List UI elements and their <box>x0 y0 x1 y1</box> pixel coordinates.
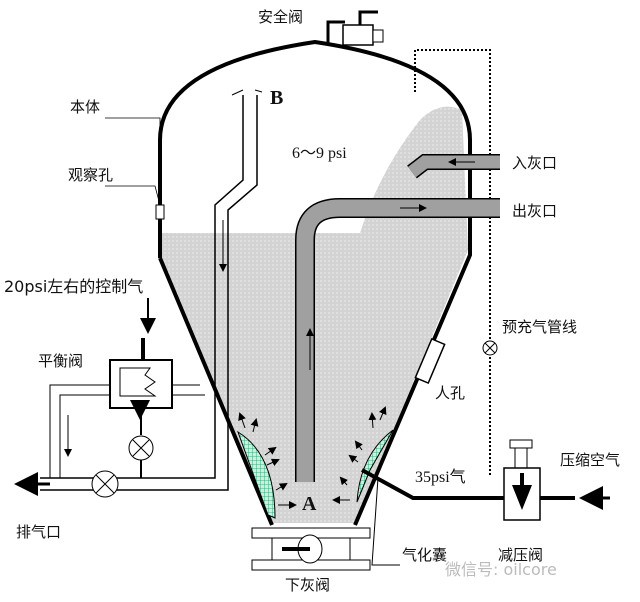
label-ash-inlet: 入灰口 <box>512 154 557 172</box>
label-exhaust: 排气口 <box>16 523 61 541</box>
label-point-a: A <box>302 493 317 515</box>
label-reducing-valve: 减压阀 <box>498 546 543 564</box>
label-control-air: 20psi左右的控制气 <box>4 277 143 296</box>
label-point-b: B <box>270 87 283 109</box>
label-compressed-air: 压缩空气 <box>560 451 620 469</box>
exhaust-pipe <box>40 95 258 491</box>
aeration-bag-left <box>237 430 276 519</box>
label-balance-valve: 平衡阀 <box>38 352 83 370</box>
balance-valve <box>49 298 205 478</box>
precharge-valve-icon <box>482 340 498 356</box>
label-body: 本体 <box>70 98 100 116</box>
label-35psi-air: 35psi气 <box>415 468 466 486</box>
reducing-valve <box>503 439 541 521</box>
watermark: 微信号: oilcore <box>445 560 557 579</box>
label-sight-hole: 观察孔 <box>68 166 113 184</box>
safety-valve <box>326 10 384 46</box>
vessel-body <box>158 39 472 526</box>
manhole <box>414 337 446 385</box>
label-manhole: 人孔 <box>435 384 465 402</box>
label-pressure-top: 6～9 psi <box>292 145 347 162</box>
bottom-valve <box>251 527 371 571</box>
label-precharge-line: 预充气管线 <box>502 318 577 336</box>
label-bottom-valve: 下灰阀 <box>285 576 330 594</box>
precharge-line <box>414 49 491 475</box>
label-safety-valve: 安全阀 <box>258 8 303 26</box>
exhaust-valve-icon <box>91 470 119 498</box>
label-aeration-bag: 气化囊 <box>402 546 447 564</box>
label-ash-outlet: 出灰口 <box>512 202 557 220</box>
aeration-bag-right <box>356 429 394 503</box>
sight-hole <box>155 204 165 220</box>
